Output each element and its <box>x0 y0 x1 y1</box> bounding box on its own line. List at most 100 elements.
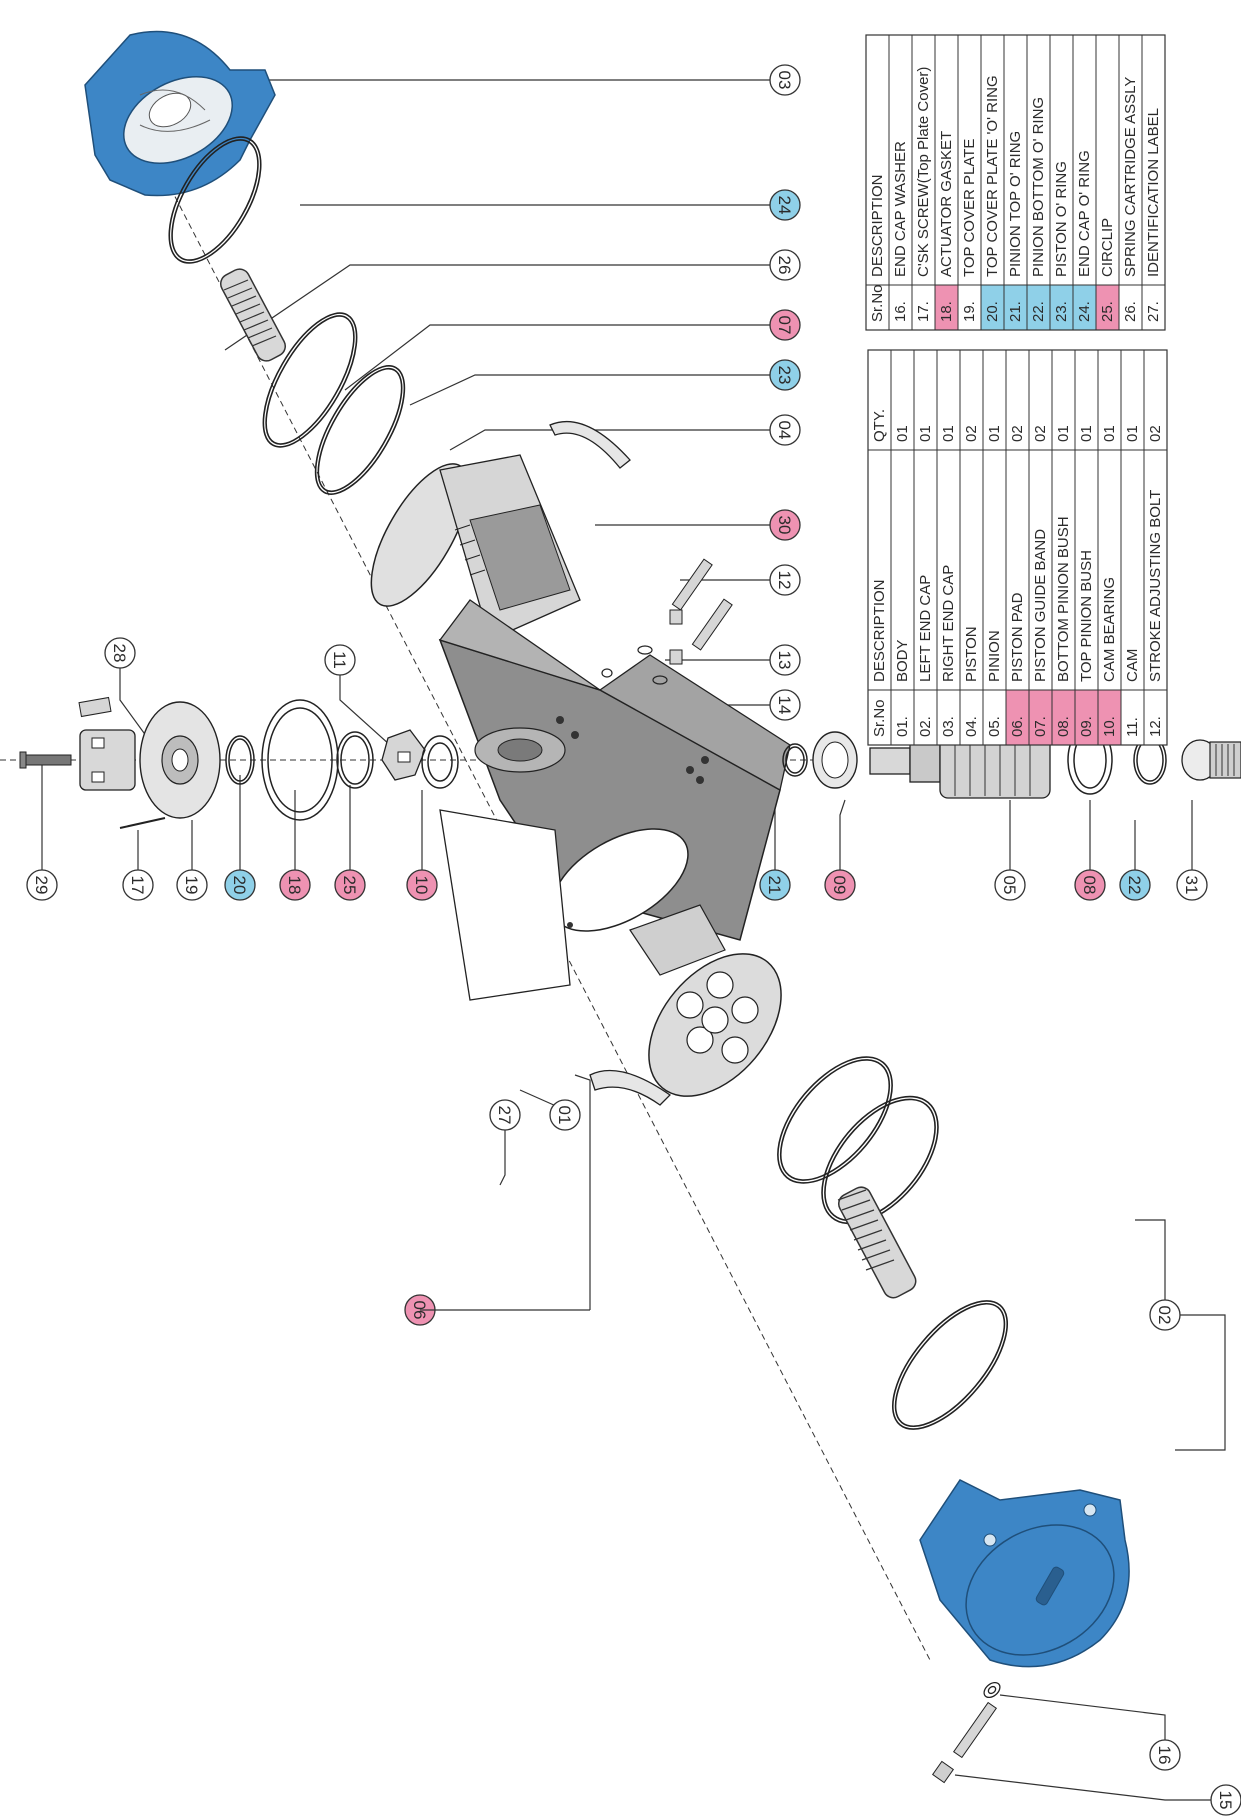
table-cell: CIRCLIP <box>1095 34 1120 286</box>
callout-03: 03 <box>769 64 801 96</box>
table-cell: 01 <box>913 349 938 451</box>
svg-text:17: 17 <box>128 876 147 895</box>
callout-28: 28 <box>104 637 136 669</box>
table-cell: PISTON <box>959 449 984 691</box>
svg-text:05.: 05. <box>986 716 1003 737</box>
svg-text:12: 12 <box>775 571 794 590</box>
svg-text:08: 08 <box>1080 876 1099 895</box>
svg-text:01: 01 <box>1124 425 1141 442</box>
svg-text:08.: 08. <box>1055 716 1072 737</box>
callout-13: 13 <box>769 644 801 676</box>
callout-25: 25 <box>334 869 366 901</box>
callout-26: 26 <box>769 249 801 281</box>
svg-text:30: 30 <box>775 516 794 535</box>
table-cell: TOP COVER PLATE <box>957 34 982 286</box>
svg-text:15: 15 <box>1216 1791 1235 1810</box>
svg-text:03: 03 <box>775 71 794 90</box>
svg-text:PISTON O' RING: PISTON O' RING <box>1053 161 1070 277</box>
svg-text:C'SK SCREW(Top Plate Cover): C'SK SCREW(Top Plate Cover) <box>915 67 932 277</box>
cam-11 <box>381 729 426 781</box>
callout-11: 11 <box>324 644 356 676</box>
table-cell: PISTON GUIDE BAND <box>1028 449 1053 691</box>
table-cell: TOP PINION BUSH <box>1074 449 1099 691</box>
svg-text:END CAP O' RING: END CAP O' RING <box>1076 150 1093 277</box>
part-31 <box>1181 739 1241 781</box>
svg-text:01: 01 <box>1101 425 1118 442</box>
piston-o-ring-top <box>314 365 406 495</box>
table-cell: C'SK SCREW(Top Plate Cover) <box>911 34 936 286</box>
table-cell: 02. <box>913 689 938 746</box>
table-cell: ACTUATOR GASKET <box>934 34 959 286</box>
svg-text:PINION TOP O' RING: PINION TOP O' RING <box>1007 131 1024 277</box>
table-cell: 01 <box>1097 349 1122 451</box>
svg-text:20: 20 <box>230 876 249 895</box>
svg-text:04: 04 <box>775 421 794 440</box>
svg-text:19.: 19. <box>961 301 978 322</box>
svg-text:DESCRIPTION: DESCRIPTION <box>869 174 886 277</box>
callout-14: 14 <box>769 689 801 721</box>
table-cell: 09. <box>1074 689 1099 746</box>
spring-cartridge-bottom <box>837 1186 917 1299</box>
svg-text:01: 01 <box>986 425 1003 442</box>
table-cell: 02 <box>1005 349 1030 451</box>
svg-text:01: 01 <box>940 425 957 442</box>
svg-text:Sr.No.: Sr.No. <box>869 280 886 322</box>
callout-22: 22 <box>1119 869 1151 901</box>
svg-text:TOP PINION BUSH: TOP PINION BUSH <box>1078 550 1095 682</box>
table-cell: PINION TOP O' RING <box>1003 34 1028 286</box>
svg-text:13: 13 <box>775 651 794 670</box>
actuator-body <box>438 599 791 943</box>
callout-19: 19 <box>176 869 208 901</box>
table-cell: PINION <box>982 449 1007 691</box>
piston-o-ring-bottom <box>821 1095 939 1225</box>
right-end-cap <box>84 30 276 197</box>
svg-text:06.: 06. <box>1009 716 1026 737</box>
svg-text:23.: 23. <box>1053 301 1070 322</box>
table-cell: IDENTIFICATION LABEL <box>1141 34 1166 286</box>
callout-16: 16 <box>1149 1739 1181 1771</box>
table-cell: 19. <box>957 284 982 331</box>
svg-text:TOP COVER PLATE: TOP COVER PLATE <box>961 139 978 277</box>
table-cell: 08. <box>1051 689 1076 746</box>
svg-text:LEFT END CAP: LEFT END CAP <box>917 575 934 682</box>
gasket-18 <box>261 699 339 821</box>
svg-text:22: 22 <box>1125 876 1144 895</box>
piston-top <box>370 454 581 641</box>
svg-text:27.: 27. <box>1145 301 1162 322</box>
svg-text:22.: 22. <box>1030 301 1047 322</box>
svg-text:09.: 09. <box>1078 716 1095 737</box>
svg-text:CIRCLIP: CIRCLIP <box>1099 218 1116 277</box>
svg-text:PISTON GUIDE BAND: PISTON GUIDE BAND <box>1032 529 1049 682</box>
callout-17: 17 <box>122 869 154 901</box>
top-cover-o-ring-20 <box>225 735 255 785</box>
svg-text:01: 01 <box>1055 425 1072 442</box>
table-cell: 02 <box>1028 349 1053 451</box>
svg-text:01: 01 <box>917 425 934 442</box>
svg-text:26: 26 <box>775 256 794 275</box>
svg-text:31: 31 <box>1182 876 1201 895</box>
table-header-cell: DESCRIPTION <box>867 449 892 691</box>
table-cell: 27. <box>1141 284 1166 331</box>
callouts: 03 24 26 07 23 04 30 12 13 14 28 11 29 1… <box>26 64 1241 1816</box>
svg-text:16.: 16. <box>892 301 909 322</box>
svg-text:25: 25 <box>340 876 359 895</box>
piston-bottom <box>629 904 782 1097</box>
svg-text:END CAP WASHER: END CAP WASHER <box>892 141 909 277</box>
table-cell: 12. <box>1143 689 1168 746</box>
svg-text:01: 01 <box>1078 425 1095 442</box>
table-cell: CAM <box>1120 449 1145 691</box>
svg-text:03.: 03. <box>940 716 957 737</box>
callout-01: 01 <box>549 1099 581 1131</box>
spring-cartridge-top <box>219 268 287 362</box>
table-cell: TOP COVER PLATE 'O' RING <box>980 34 1005 286</box>
svg-text:20.: 20. <box>984 301 1001 322</box>
svg-text:PINION BOTTOM O' RING: PINION BOTTOM O' RING <box>1030 97 1047 277</box>
svg-text:STROKE ADJUSTING BOLT: STROKE ADJUSTING BOLT <box>1147 490 1164 682</box>
callout-10: 10 <box>406 869 438 901</box>
table-cell: 17. <box>911 284 936 331</box>
table-cell: 01 <box>936 349 961 451</box>
svg-text:02: 02 <box>1032 425 1049 442</box>
table-cell: 03. <box>936 689 961 746</box>
callout-05: 05 <box>994 869 1026 901</box>
callout-29: 29 <box>26 869 58 901</box>
